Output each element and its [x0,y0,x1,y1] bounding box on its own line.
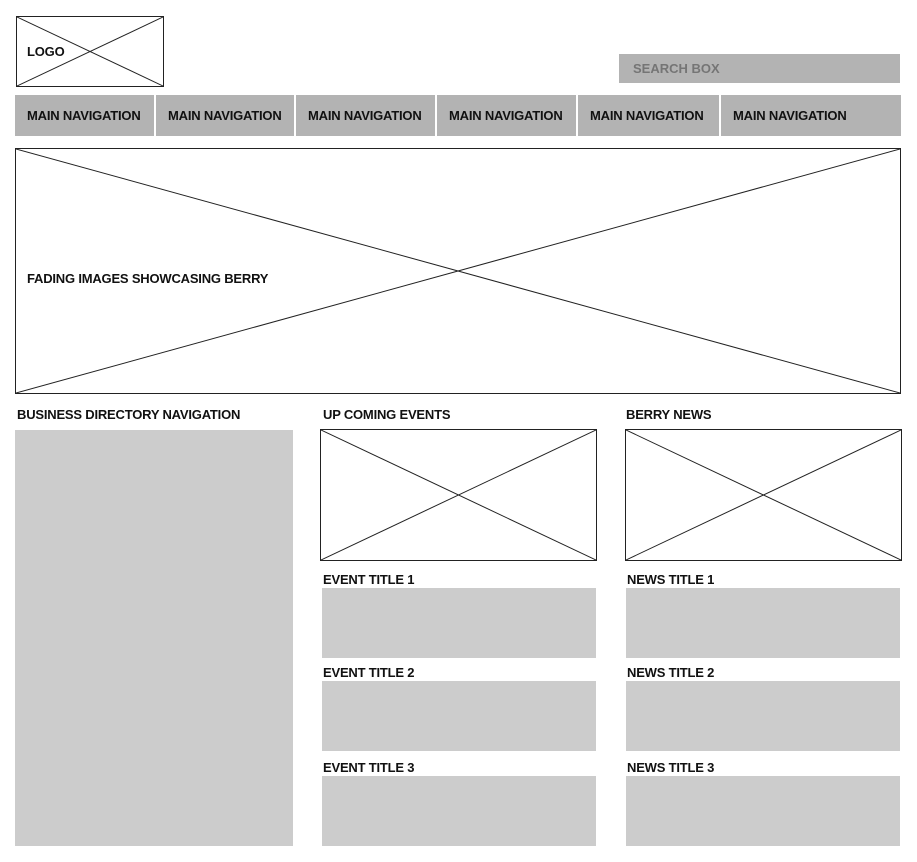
news-title[interactable]: NEWS TITLE 2 [627,665,715,680]
main-nav-label: MAIN NAVIGATION [590,108,704,123]
news-content-block [626,776,900,846]
main-nav-label: MAIN NAVIGATION [168,108,282,123]
main-navigation-bar: MAIN NAVIGATION MAIN NAVIGATION MAIN NAV… [15,95,901,136]
hero-image-slideshow[interactable]: FADING IMAGES SHOWCASING BERRY [15,148,901,394]
image-placeholder-icon [321,430,596,560]
main-nav-label: MAIN NAVIGATION [308,108,422,123]
events-heading: UP COMING EVENTS [323,407,451,422]
business-directory-heading: BUSINESS DIRECTORY NAVIGATION [17,407,241,422]
main-nav-label: MAIN NAVIGATION [733,108,847,123]
events-image-placeholder [320,429,597,561]
news-heading: BERRY NEWS [626,407,712,422]
hero-label: FADING IMAGES SHOWCASING BERRY [27,270,269,287]
event-content-block [322,681,596,751]
event-content-block [322,776,596,846]
main-nav-item-3[interactable]: MAIN NAVIGATION [296,95,435,136]
logo-label: LOGO [27,43,65,60]
event-title[interactable]: EVENT TITLE 2 [323,665,415,680]
main-nav-item-4[interactable]: MAIN NAVIGATION [437,95,576,136]
image-placeholder-icon [17,17,163,86]
business-directory-panel[interactable] [15,430,293,846]
news-title[interactable]: NEWS TITLE 1 [627,572,715,587]
main-nav-item-6[interactable]: MAIN NAVIGATION [721,95,901,136]
main-nav-label: MAIN NAVIGATION [449,108,563,123]
event-title[interactable]: EVENT TITLE 1 [323,572,415,587]
logo-placeholder[interactable]: LOGO [16,16,164,87]
news-content-block [626,681,900,751]
news-image-placeholder [625,429,902,561]
main-nav-label: MAIN NAVIGATION [27,108,141,123]
image-placeholder-icon [16,149,900,393]
main-nav-item-5[interactable]: MAIN NAVIGATION [578,95,719,136]
news-content-block [626,588,900,658]
event-title[interactable]: EVENT TITLE 3 [323,760,415,775]
main-nav-item-1[interactable]: MAIN NAVIGATION [15,95,154,136]
news-title[interactable]: NEWS TITLE 3 [627,760,715,775]
main-nav-item-2[interactable]: MAIN NAVIGATION [156,95,294,136]
image-placeholder-icon [626,430,901,560]
event-content-block [322,588,596,658]
search-input[interactable] [619,54,900,83]
